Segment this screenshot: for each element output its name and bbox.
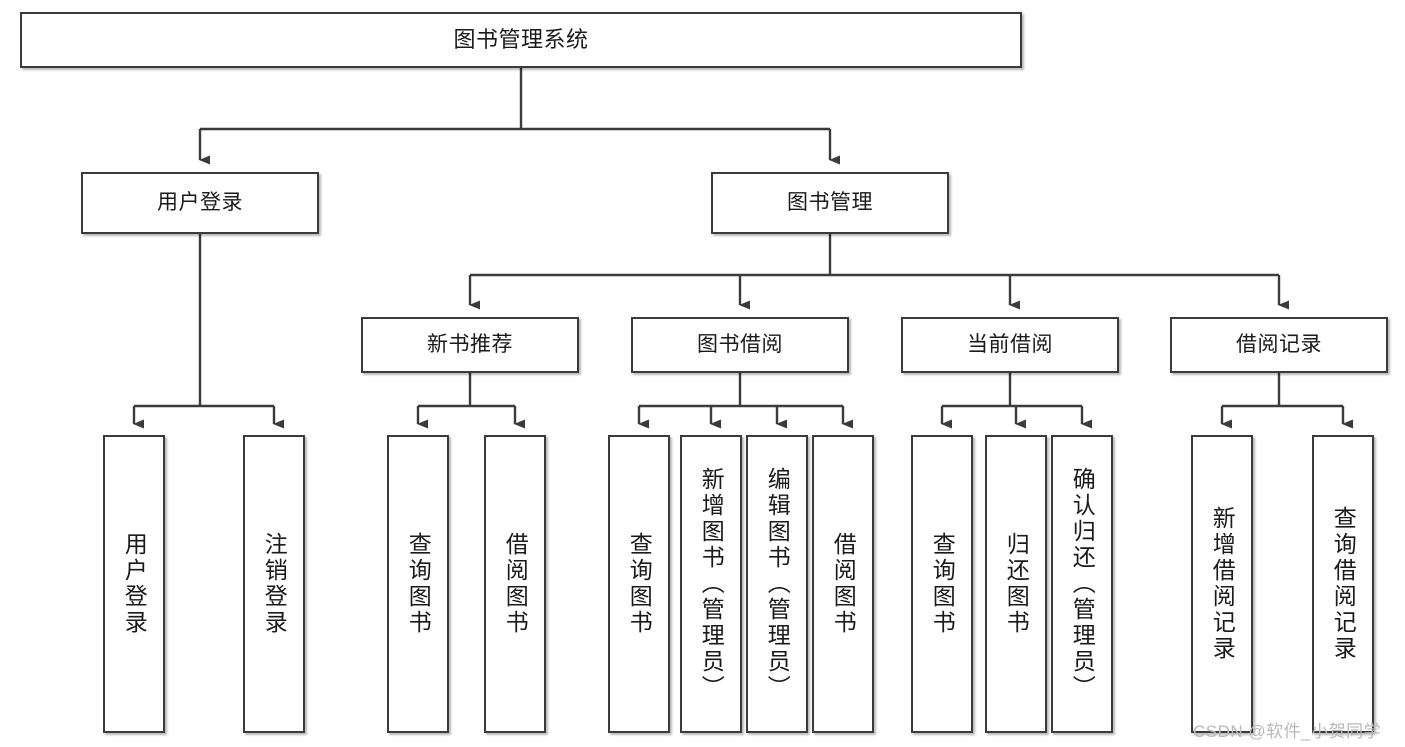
leaf-confirm-return-admin-label: 确认归还（管理员）: [1069, 467, 1096, 701]
node-borrow-record[interactable]: 借阅记录: [1170, 317, 1388, 373]
leaf-query-book-borrow[interactable]: 查询图书: [608, 435, 670, 733]
leaf-edit-book-admin[interactable]: 编辑图书（管理员）: [746, 435, 808, 733]
leaf-confirm-return-admin[interactable]: 确认归还（管理员）: [1051, 435, 1113, 733]
leaf-add-borrow-record[interactable]: 新增借阅记录: [1191, 435, 1253, 733]
leaf-add-borrow-record-label: 新增借阅记录: [1209, 506, 1236, 662]
leaf-query-borrow-record[interactable]: 查询借阅记录: [1312, 435, 1374, 733]
leaf-edit-book-admin-label: 编辑图书（管理员）: [764, 467, 791, 701]
node-current-borrow[interactable]: 当前借阅: [901, 317, 1119, 373]
leaf-logout-label: 注销登录: [261, 532, 288, 636]
watermark: CSDN @软件_小贺同学: [1193, 722, 1382, 741]
node-user-login[interactable]: 用户登录: [81, 172, 319, 234]
node-book-management[interactable]: 图书管理: [711, 172, 949, 234]
leaf-borrow-book-label: 借阅图书: [830, 532, 857, 636]
leaf-return-book-label: 归还图书: [1003, 532, 1030, 636]
node-book-borrow-label: 图书借阅: [697, 332, 783, 356]
leaf-add-book-admin-label: 新增图书（管理员）: [698, 467, 725, 701]
leaf-user-login-label: 用户登录: [121, 532, 148, 636]
node-new-book-recommend[interactable]: 新书推荐: [361, 317, 579, 373]
leaf-borrow-book[interactable]: 借阅图书: [812, 435, 874, 733]
node-borrow-record-label: 借阅记录: [1236, 332, 1322, 356]
leaf-add-book-admin[interactable]: 新增图书（管理员）: [680, 435, 742, 733]
leaf-query-borrow-record-label: 查询借阅记录: [1330, 506, 1357, 662]
leaf-query-book-current-label: 查询图书: [929, 532, 956, 636]
leaf-borrow-book-recommend[interactable]: 借阅图书: [484, 435, 546, 733]
node-root-label: 图书管理系统: [453, 27, 589, 53]
leaf-query-book-recommend-label: 查询图书: [405, 532, 432, 636]
leaf-user-login[interactable]: 用户登录: [103, 435, 165, 733]
leaf-borrow-book-recommend-label: 借阅图书: [502, 532, 529, 636]
leaf-query-book-recommend[interactable]: 查询图书: [387, 435, 449, 733]
node-new-book-recommend-label: 新书推荐: [427, 332, 513, 356]
leaf-query-book-borrow-label: 查询图书: [626, 532, 653, 636]
node-user-login-label: 用户登录: [157, 190, 243, 214]
node-current-borrow-label: 当前借阅: [967, 332, 1053, 356]
node-book-management-label: 图书管理: [787, 190, 873, 214]
leaf-logout[interactable]: 注销登录: [243, 435, 305, 733]
node-book-borrow[interactable]: 图书借阅: [631, 317, 849, 373]
node-root[interactable]: 图书管理系统: [20, 12, 1022, 68]
leaf-query-book-current[interactable]: 查询图书: [911, 435, 973, 733]
leaf-return-book[interactable]: 归还图书: [985, 435, 1047, 733]
